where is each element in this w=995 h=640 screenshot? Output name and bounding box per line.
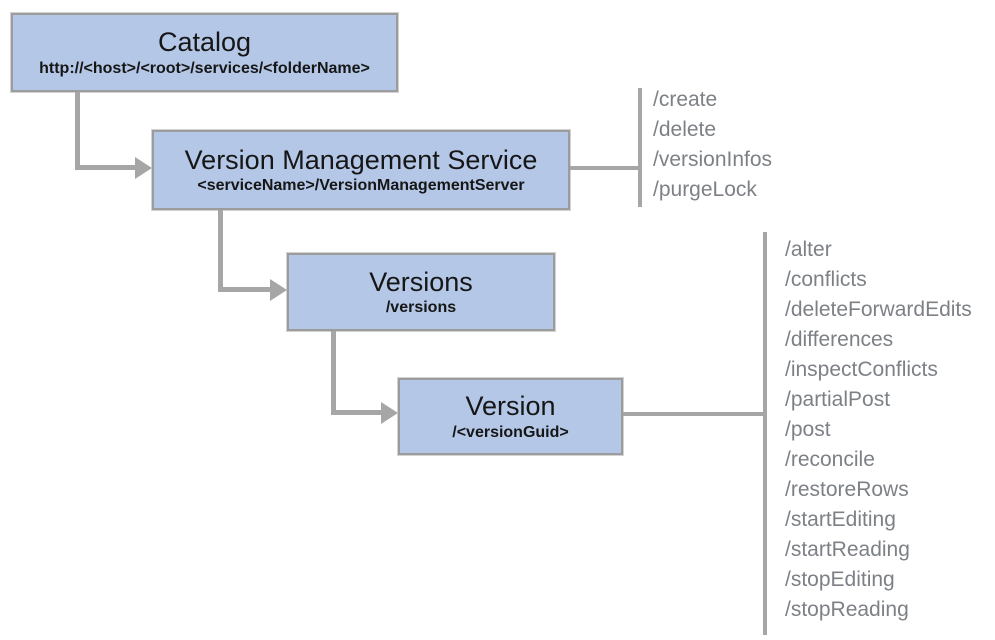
node-subtitle: /versions	[385, 299, 457, 317]
connector-vms-to-endpoints	[570, 166, 638, 170]
node-subtitle: /<versionGuid>	[452, 423, 569, 441]
node-version: Version /<versionGuid>	[398, 378, 623, 455]
connector-catalog-to-vms-vertical	[75, 92, 80, 170]
endpoint-item: /restoreRows	[785, 478, 909, 501]
connector-vms-to-versions-vertical	[218, 210, 223, 292]
connector-vms-to-versions-horizontal	[218, 287, 271, 292]
node-version-management-service: Version Management Service <serviceName>…	[152, 130, 570, 210]
connector-catalog-to-vms-horizontal	[75, 165, 136, 170]
arrowhead-icon	[135, 157, 152, 179]
node-catalog: Catalog http://<host>/<root>/services/<f…	[11, 13, 398, 92]
endpoint-item: /alter	[785, 238, 832, 261]
endpoint-list-version: /alter /conflicts /deleteForwardEdits /d…	[785, 235, 972, 625]
endpoint-item: /create	[653, 88, 718, 111]
endpoint-list-bracket-version	[763, 232, 767, 635]
connector-versions-to-version-horizontal	[331, 410, 382, 415]
connector-versions-to-version-vertical	[331, 331, 336, 413]
endpoint-item: /differences	[785, 328, 894, 351]
endpoint-item: /partialPost	[785, 388, 891, 411]
endpoint-item: /inspectConflicts	[785, 358, 938, 381]
node-subtitle: http://<host>/<root>/services/<folderNam…	[39, 59, 370, 77]
node-title: Version Management Service	[184, 144, 538, 175]
arrowhead-icon	[270, 279, 287, 301]
endpoint-item: /startReading	[785, 538, 910, 561]
endpoint-item: /purgeLock	[653, 178, 757, 201]
arrowhead-icon	[381, 402, 398, 424]
endpoint-item: /versionInfos	[653, 148, 773, 171]
endpoint-item: /reconcile	[785, 448, 875, 471]
endpoint-item: /stopReading	[785, 598, 909, 621]
node-title: Catalog	[157, 27, 252, 58]
endpoint-list-bracket-vms	[638, 88, 642, 207]
endpoint-item: /startEditing	[785, 508, 896, 531]
node-versions: Versions /versions	[287, 253, 555, 331]
endpoint-item: /conflicts	[785, 268, 867, 291]
endpoint-item: /deleteForwardEdits	[785, 298, 972, 321]
endpoint-item: /post	[785, 418, 831, 441]
endpoint-list-vms: /create /delete /versionInfos /purgeLock	[653, 85, 772, 205]
endpoint-item: /stopEditing	[785, 568, 895, 591]
node-title: Version	[465, 391, 556, 422]
connector-version-to-endpoints	[623, 412, 763, 416]
node-title: Versions	[369, 266, 473, 297]
node-subtitle: <serviceName>/VersionManagementServer	[197, 177, 525, 195]
endpoint-item: /delete	[653, 118, 717, 141]
